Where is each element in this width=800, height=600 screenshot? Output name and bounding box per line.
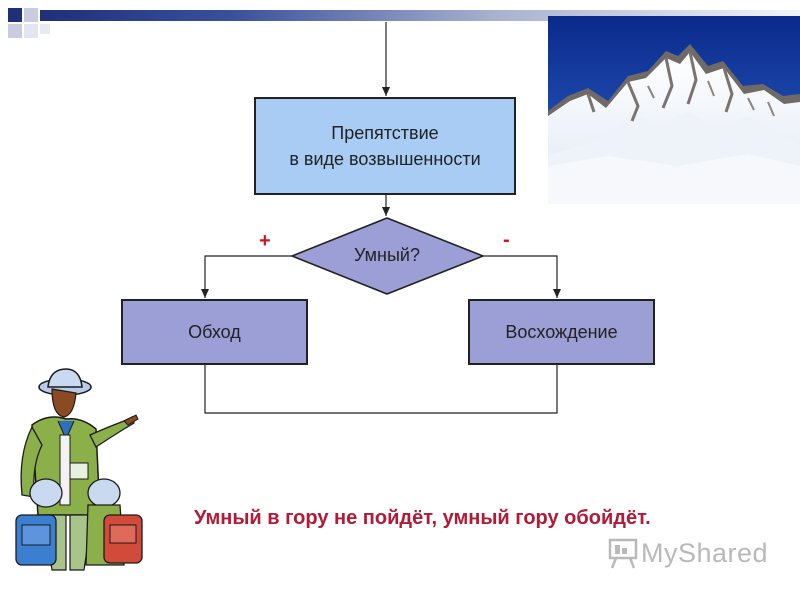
corner-square-2	[24, 8, 38, 22]
bypass-box: Обход	[121, 299, 308, 365]
corner-square-4	[24, 24, 38, 38]
ascent-box: Восхождение	[468, 299, 655, 365]
hiker-guide-clipart	[15, 368, 143, 571]
no-sign: -	[503, 229, 510, 251]
proverb-caption: Умный в гору не пойдёт, умный гору обойд…	[194, 507, 651, 529]
decision-diamond	[289, 217, 486, 295]
myshared-logo: MyShared	[607, 536, 768, 570]
no-branch-arrow	[483, 255, 561, 298]
mountain-photo	[548, 16, 800, 204]
corner-square-3	[8, 24, 22, 38]
obstacle-line-1: Препятствие	[331, 123, 439, 143]
merge-line	[204, 364, 558, 414]
yes-branch-arrow	[201, 255, 292, 298]
decision-label: Умный?	[354, 245, 420, 265]
obstacle-box: Препятствие в виде возвышенности	[254, 97, 516, 195]
bypass-label: Обход	[188, 322, 241, 342]
ascent-label: Восхождение	[505, 322, 618, 342]
logo-text: MyShared	[641, 537, 769, 568]
obstacle-line-2: в виде возвышенности	[289, 149, 481, 169]
top-gradient-bar	[40, 10, 800, 21]
corner-square-5	[40, 24, 50, 34]
corner-square-1	[8, 8, 22, 22]
presentation-board-icon	[608, 538, 638, 569]
yes-sign: +	[259, 230, 271, 252]
